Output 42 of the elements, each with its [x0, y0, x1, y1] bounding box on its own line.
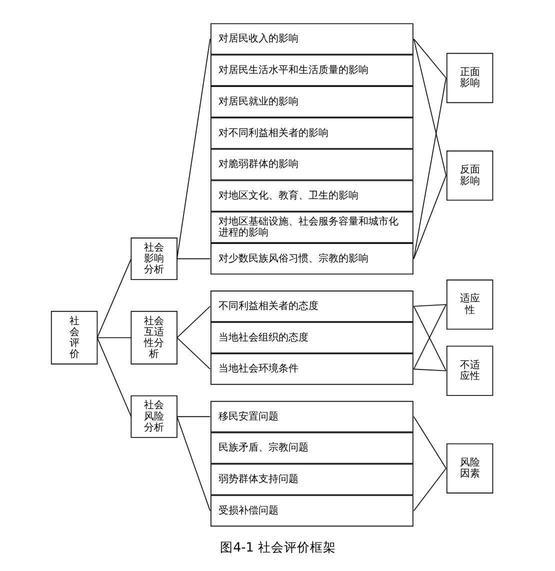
node-box: 对居民就业的影响: [210, 86, 413, 118]
node-box: 对居民生活水平和生活质量的影响: [210, 54, 413, 86]
node-box: 社会风险分析: [130, 395, 177, 438]
connector: [176, 416, 210, 512]
node-box: 社会影响分析: [130, 238, 177, 280]
connector: [412, 38, 446, 176]
node-box: 受损补偿问题: [210, 495, 413, 527]
connector: [176, 306, 210, 338]
connector: [412, 416, 446, 469]
node-box: 弱势群体支持问题: [210, 464, 413, 496]
node-box: 对居民收入的影响: [210, 23, 413, 55]
node-box: 不适应性: [446, 346, 493, 396]
node-box: 对地区文化、教育、卫生的影响: [210, 180, 413, 212]
node-box: 对不同利益相关者的影响: [210, 117, 413, 149]
node-box: 对地区基础设施、社会服务容量和城市化进程的影响: [210, 212, 413, 244]
node-box: 正面影响: [446, 52, 493, 104]
node-box: 当地社会组织的态度: [210, 322, 413, 354]
connector: [412, 175, 446, 260]
connector: [176, 258, 210, 260]
node-box: 移民安置问题: [210, 400, 413, 432]
node-box: 当地社会环境条件: [210, 353, 413, 385]
connector: [412, 38, 446, 78]
node-box: 民族矛盾、宗教问题: [210, 432, 413, 464]
connector: [412, 468, 446, 512]
connector: [176, 337, 210, 370]
connector: [176, 38, 210, 260]
node-box: 对少数民族风俗习惯、宗教的影响: [210, 243, 413, 274]
node-box: 风险因素: [446, 443, 493, 494]
node-box: 反面影响: [446, 150, 493, 201]
connector: [96, 337, 132, 418]
connector: [412, 368, 446, 372]
node-box: 社会互适性分析: [130, 310, 177, 364]
connector: [176, 416, 210, 418]
connector: [412, 78, 446, 260]
node-box: 对脆弱群体的影响: [210, 148, 413, 180]
connector: [96, 337, 132, 338]
caption: 图4-1 社会评价框架: [220, 540, 336, 556]
connector: [412, 304, 446, 307]
connector: [96, 258, 132, 338]
node-box: 适应性: [446, 280, 493, 330]
node-box: 社会评价: [50, 310, 98, 364]
node-box: 不同利益相关者的态度: [210, 290, 413, 322]
